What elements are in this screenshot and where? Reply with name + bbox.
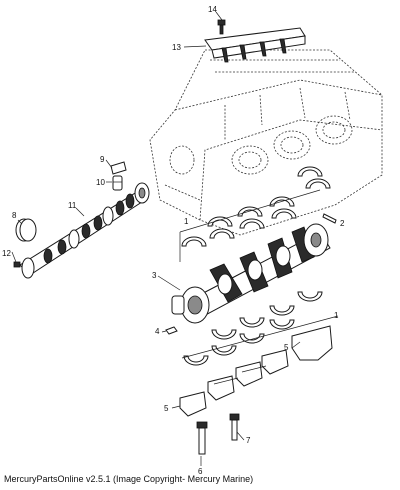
engine-block xyxy=(149,49,383,236)
copyright-footer: MercuryPartsOnline v2.5.1 (Image Copyrig… xyxy=(4,474,254,484)
callout-14: 14 xyxy=(208,5,217,14)
camshaft xyxy=(19,182,150,279)
main-bearing-caps xyxy=(179,325,333,417)
dowel-pin xyxy=(322,213,337,224)
callout-13: 13 xyxy=(172,43,181,52)
callout-11: 11 xyxy=(68,201,77,210)
callout-7: 7 xyxy=(246,436,251,445)
callout-3: 3 xyxy=(152,271,157,280)
callout-9: 9 xyxy=(100,155,105,164)
leader-lines xyxy=(11,11,301,466)
callout-labels: 14 13 9 10 8 11 12 1 2 3 4 1 5 5 7 6 xyxy=(2,5,345,476)
top-bracket xyxy=(204,19,306,63)
callout-8: 8 xyxy=(12,211,17,220)
lifter-assembly xyxy=(110,161,127,191)
cam-screw xyxy=(13,261,21,268)
crankshaft xyxy=(171,223,331,324)
callout-1-lower: 1 xyxy=(334,311,339,320)
crank-key xyxy=(165,326,178,335)
callout-5-left: 5 xyxy=(164,404,169,413)
callout-5-right: 5 xyxy=(284,343,289,352)
callout-4: 4 xyxy=(155,327,160,336)
callout-6: 6 xyxy=(198,467,203,476)
callout-2: 2 xyxy=(340,219,345,228)
callout-10: 10 xyxy=(96,178,105,187)
callout-1-upper: 1 xyxy=(184,217,189,226)
upper-bearing-shells xyxy=(179,166,331,262)
callout-12: 12 xyxy=(2,249,11,258)
cam-bearing xyxy=(15,218,37,242)
lower-bearing-shells xyxy=(181,291,339,366)
cap-bolts xyxy=(196,413,240,455)
